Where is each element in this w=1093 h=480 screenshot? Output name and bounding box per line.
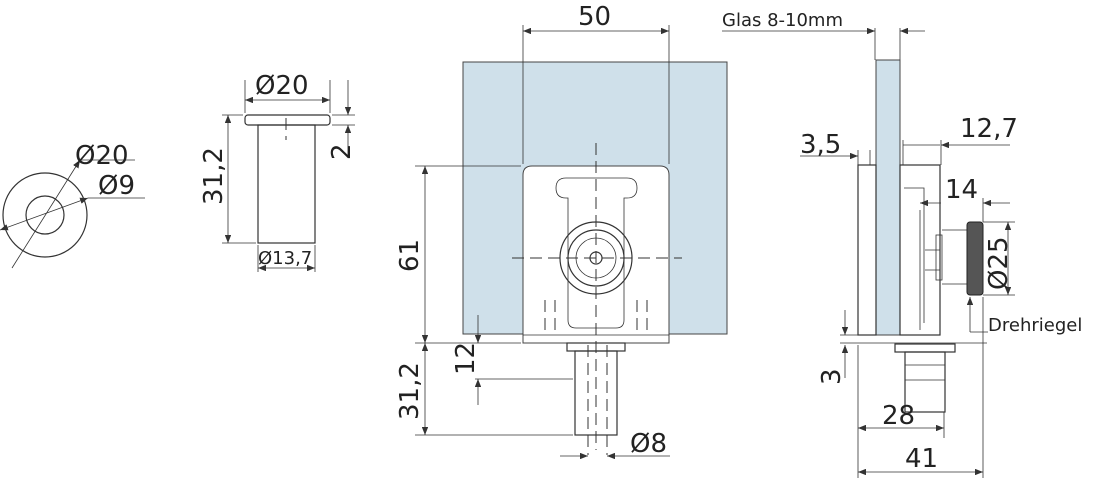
offset-right: 12,7 bbox=[960, 114, 1018, 144]
sleeve-height: 31,2 bbox=[199, 147, 229, 205]
side-view: Glas 8-10mm 3,5 12,7 14 Ø25 Dr bbox=[722, 10, 1082, 478]
sleeve-body-dia: Ø13,7 bbox=[258, 248, 312, 269]
knob-dia: Ø25 bbox=[984, 236, 1014, 290]
front-height: 61 bbox=[395, 239, 425, 272]
glass-edge bbox=[875, 59, 901, 336]
offset-left: 3,5 bbox=[800, 130, 841, 160]
knob-icon bbox=[966, 221, 984, 296]
front-view: 50 61 12 31,2 Ø8 bbox=[395, 2, 728, 460]
glass-thickness: Glas 8-10mm bbox=[722, 10, 843, 31]
washer-outer-dia: Ø20 bbox=[75, 141, 129, 171]
sleeve-top-dia: Ø20 bbox=[255, 71, 309, 101]
base-thickness: 3 bbox=[817, 368, 847, 385]
inner-width: 28 bbox=[882, 401, 915, 431]
sleeve-flange: 2 bbox=[327, 143, 357, 160]
front-width: 50 bbox=[578, 2, 611, 32]
pin-offset: 12 bbox=[451, 342, 481, 375]
washer-inner-dia: Ø9 bbox=[98, 171, 135, 201]
sleeve-view: Ø20 31,2 2 Ø13,7 bbox=[199, 71, 357, 272]
knob-depth: 14 bbox=[945, 175, 978, 205]
total-width: 41 bbox=[905, 444, 938, 474]
pin-dia: Ø8 bbox=[630, 429, 667, 459]
knob-label: Drehriegel bbox=[988, 315, 1082, 336]
pin-length: 31,2 bbox=[395, 362, 425, 420]
washer-view: Ø20 Ø9 bbox=[0, 141, 145, 269]
